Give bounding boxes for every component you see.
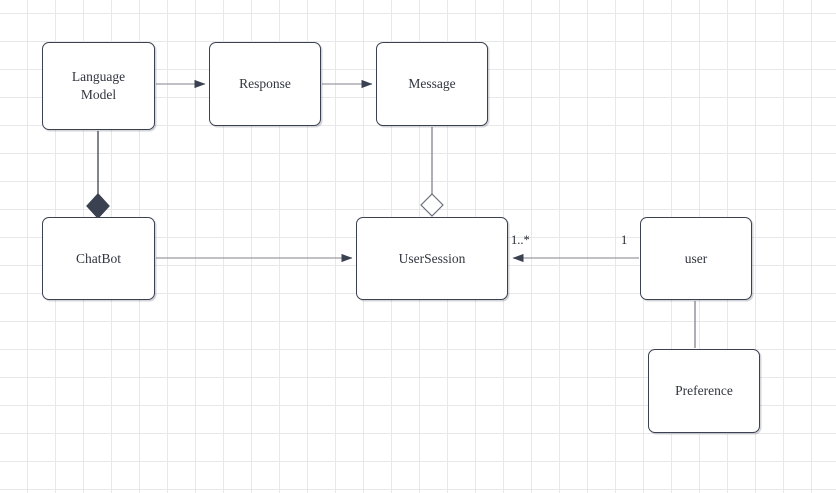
node-language-model-label: Language Model	[71, 69, 126, 102]
node-message-label: Message	[408, 76, 456, 92]
node-response[interactable]: Response	[209, 42, 321, 126]
hollow-diamond-marker	[420, 193, 444, 217]
node-usersession[interactable]: UserSession	[356, 217, 508, 300]
edge-message-to-usersession	[420, 127, 444, 217]
node-preference[interactable]: Preference	[648, 349, 760, 433]
node-response-label: Response	[239, 76, 291, 92]
multiplicity-label-one: 1	[621, 233, 628, 247]
node-message[interactable]: Message	[376, 42, 488, 126]
node-chatbot-label: ChatBot	[75, 250, 121, 266]
node-language-model[interactable]: Language Model	[42, 42, 155, 130]
multiplicity-label-many: 1..*	[511, 233, 530, 247]
edge-language-model-to-chatbot	[86, 131, 110, 219]
node-user-label: user	[684, 250, 708, 266]
filled-diamond-marker	[86, 193, 110, 219]
node-chatbot[interactable]: ChatBot	[42, 217, 155, 300]
node-user[interactable]: user	[640, 217, 752, 300]
node-preference-label: Preference	[675, 383, 733, 399]
node-usersession-label: UserSession	[398, 250, 466, 266]
